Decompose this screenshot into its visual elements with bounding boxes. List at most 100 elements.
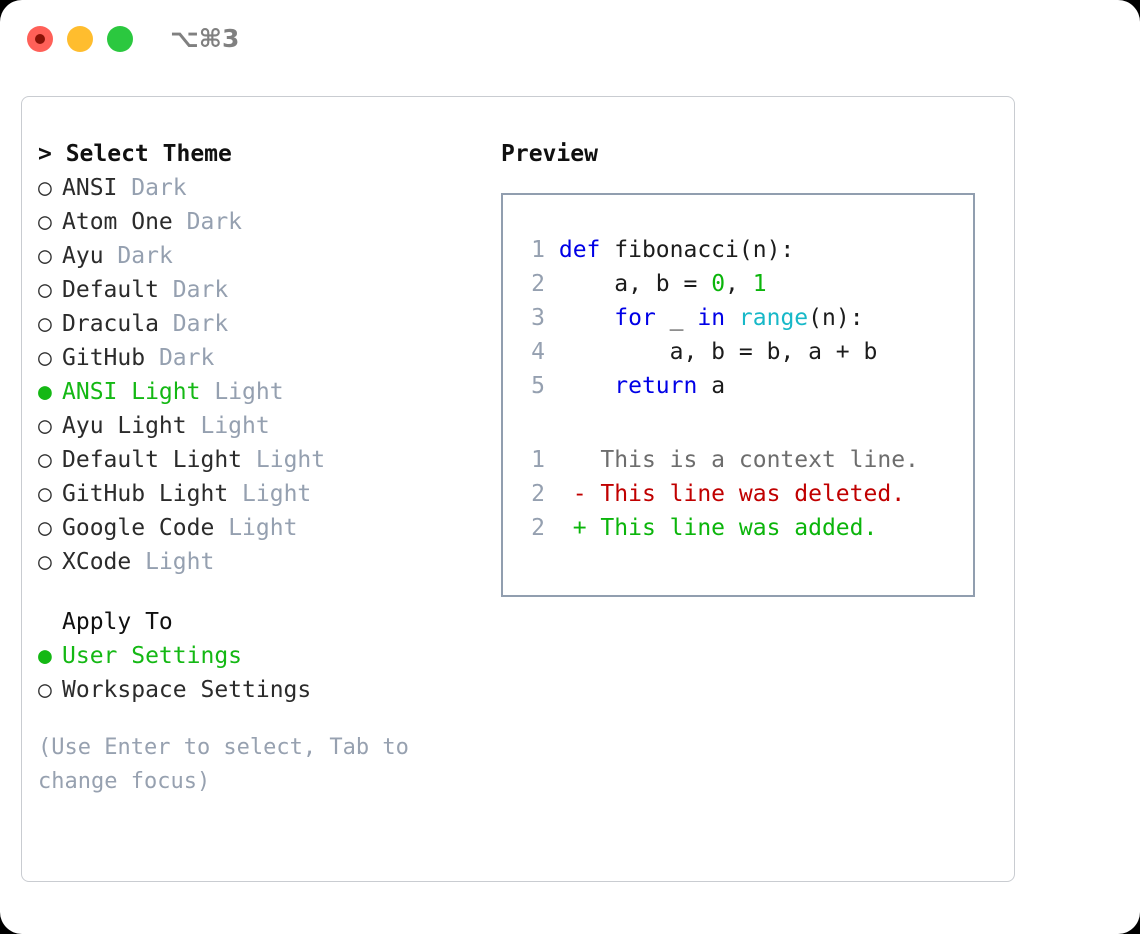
diff-text: This is a context line. <box>600 447 919 473</box>
theme-option-kind: Light <box>145 549 215 575</box>
diff-marker: + <box>572 515 601 541</box>
radio-unselected-icon: ○ <box>38 311 52 337</box>
theme-option-label: GitHub Light <box>62 481 229 507</box>
radio-selected-icon: ● <box>38 643 52 669</box>
theme-option-kind: Dark <box>158 345 215 371</box>
code-line: 1 def fibonacci(n): <box>517 233 965 267</box>
recording-indicator-icon <box>35 34 45 44</box>
apply-to-option-workspace-settings[interactable]: ○ Workspace Settings <box>38 673 478 707</box>
theme-list: ○ ANSI Dark ○ Atom One Dark ○ Ayu Dark ○ Defaul… <box>38 171 478 579</box>
theme-option-kind: Dark <box>172 277 229 303</box>
theme-option-kind: Light <box>200 413 270 439</box>
code-token-kw: in <box>697 305 726 331</box>
code-token-num: 0 <box>711 271 726 297</box>
radio-unselected-icon: ○ <box>38 413 52 439</box>
code-line-number: 2 <box>531 271 545 297</box>
radio-unselected-icon: ○ <box>38 549 52 575</box>
theme-option-ayu[interactable]: ○Ayu Dark <box>38 239 478 273</box>
apply-to-options: ●User Settings ○ Workspace Settings <box>38 639 478 707</box>
diff-line-number: 2 <box>531 515 545 541</box>
keyboard-hint: (Use Enter to select, Tab to change focu… <box>38 735 409 794</box>
radio-unselected-icon: ○ <box>38 447 52 473</box>
theme-option-kind: Light <box>214 379 284 405</box>
theme-option-kind: Light <box>228 515 298 541</box>
code-token-fn: range <box>738 305 809 331</box>
radio-unselected-icon: ○ <box>38 345 52 371</box>
radio-unselected-icon: ○ <box>38 277 52 303</box>
radio-unselected-icon: ○ <box>38 175 52 201</box>
diff-marker <box>573 447 601 473</box>
theme-option-label: ANSI <box>62 175 118 201</box>
theme-option-google-code[interactable]: ○Google Code Light <box>38 511 478 545</box>
code-token-plain: _ <box>655 305 698 331</box>
theme-option-label: GitHub <box>62 345 146 371</box>
theme-option-kind: Dark <box>131 175 187 201</box>
theme-option-default-light[interactable]: ○ Default Light Light <box>38 443 478 477</box>
theme-option-label: Dracula <box>62 311 159 337</box>
theme-option-label: Default Light <box>62 447 243 473</box>
theme-option-kind: Light <box>255 447 326 473</box>
code-token-plain: a <box>697 373 726 399</box>
radio-unselected-icon: ○ <box>38 481 52 507</box>
diff-marker: - <box>572 481 601 507</box>
theme-option-label: XCode <box>62 549 132 575</box>
radio-unselected-icon: ○ <box>38 677 52 703</box>
apply-to-heading: Apply To <box>62 609 173 635</box>
theme-option-github[interactable]: ○ GitHub Dark <box>38 341 478 375</box>
theme-option-dracula[interactable]: ○ Dracula Dark <box>38 307 478 341</box>
radio-selected-icon: ● <box>38 379 52 405</box>
close-button[interactable] <box>27 26 53 52</box>
diff-line-number: 1 <box>531 447 545 473</box>
diff-line-number: 2 <box>531 481 545 507</box>
diff-sample: 1 This is a context line. 2 - This line w… <box>517 443 965 545</box>
diff-line-del: 2 - This line was deleted. <box>517 477 965 511</box>
theme-option-ayu-light[interactable]: ○ Ayu Light Light <box>38 409 478 443</box>
minimize-button[interactable] <box>67 26 93 52</box>
diff-text: This line was deleted. <box>600 481 906 507</box>
titlebar: ⌥⌘3 <box>0 0 1140 78</box>
code-token-plain <box>559 305 614 331</box>
theme-option-default[interactable]: ○ Default Dark <box>38 273 478 307</box>
code-token-plain <box>725 305 739 331</box>
theme-option-label: Atom One <box>62 209 173 235</box>
theme-option-ansi-light[interactable]: ●ANSI Light Light <box>38 375 478 409</box>
code-token-plain: a, b = b, a + b <box>558 339 878 365</box>
radio-unselected-icon: ○ <box>38 243 52 269</box>
apply-to-option-user-settings[interactable]: ●User Settings <box>38 639 478 673</box>
theme-option-atom-one[interactable]: ○ Atom One Dark <box>38 205 478 239</box>
code-line-number: 5 <box>531 373 545 399</box>
shortcut-label: ⌥⌘3 <box>170 24 240 53</box>
theme-option-kind: Dark <box>186 209 243 235</box>
theme-option-label: Default <box>62 277 159 303</box>
code-token-plain: fibonacci(n): <box>600 237 795 263</box>
diff-line-add: 2 + This line was added. <box>517 511 965 545</box>
maximize-button[interactable] <box>107 26 133 52</box>
radio-unselected-icon: ○ <box>38 209 52 235</box>
code-token-num: 1 <box>752 271 767 297</box>
code-token-kw: return <box>614 373 698 399</box>
theme-option-ansi[interactable]: ○ ANSI Dark <box>38 171 478 205</box>
code-token-kw: for <box>614 305 656 331</box>
theme-option-label: Ayu <box>62 243 104 269</box>
theme-option-label: Ayu Light <box>62 413 187 439</box>
diff-text: This line was added. <box>600 515 878 541</box>
theme-option-xcode[interactable]: ○ XCode Light <box>38 545 478 579</box>
code-line-number: 3 <box>531 305 545 331</box>
code-line-number: 4 <box>531 339 545 365</box>
code-token-plain: a, b = <box>558 271 712 297</box>
theme-picker-column: > Select Theme ○ANSI Dark○Atom One Dark○… <box>38 137 478 799</box>
code-line-number: 1 <box>531 237 545 263</box>
theme-option-kind: Dark <box>172 311 229 337</box>
apply-to-option-label: Workspace Settings <box>62 677 312 703</box>
radio-unselected-icon: ○ <box>38 515 52 541</box>
main-panel: > Select Theme ○ANSI Dark○Atom One Dark○… <box>21 96 1015 882</box>
theme-option-kind: Light <box>242 481 312 507</box>
code-line: 3 for _ in range(n): <box>517 301 965 335</box>
code-line: 4 a, b = b, a + b <box>517 335 965 369</box>
select-theme-heading: > Select Theme <box>38 141 232 167</box>
code-line: 2 a, b = 0, 1 <box>517 267 965 301</box>
code-token-plain <box>559 373 614 399</box>
theme-option-github-light[interactable]: ○ GitHub Light Light <box>38 477 478 511</box>
